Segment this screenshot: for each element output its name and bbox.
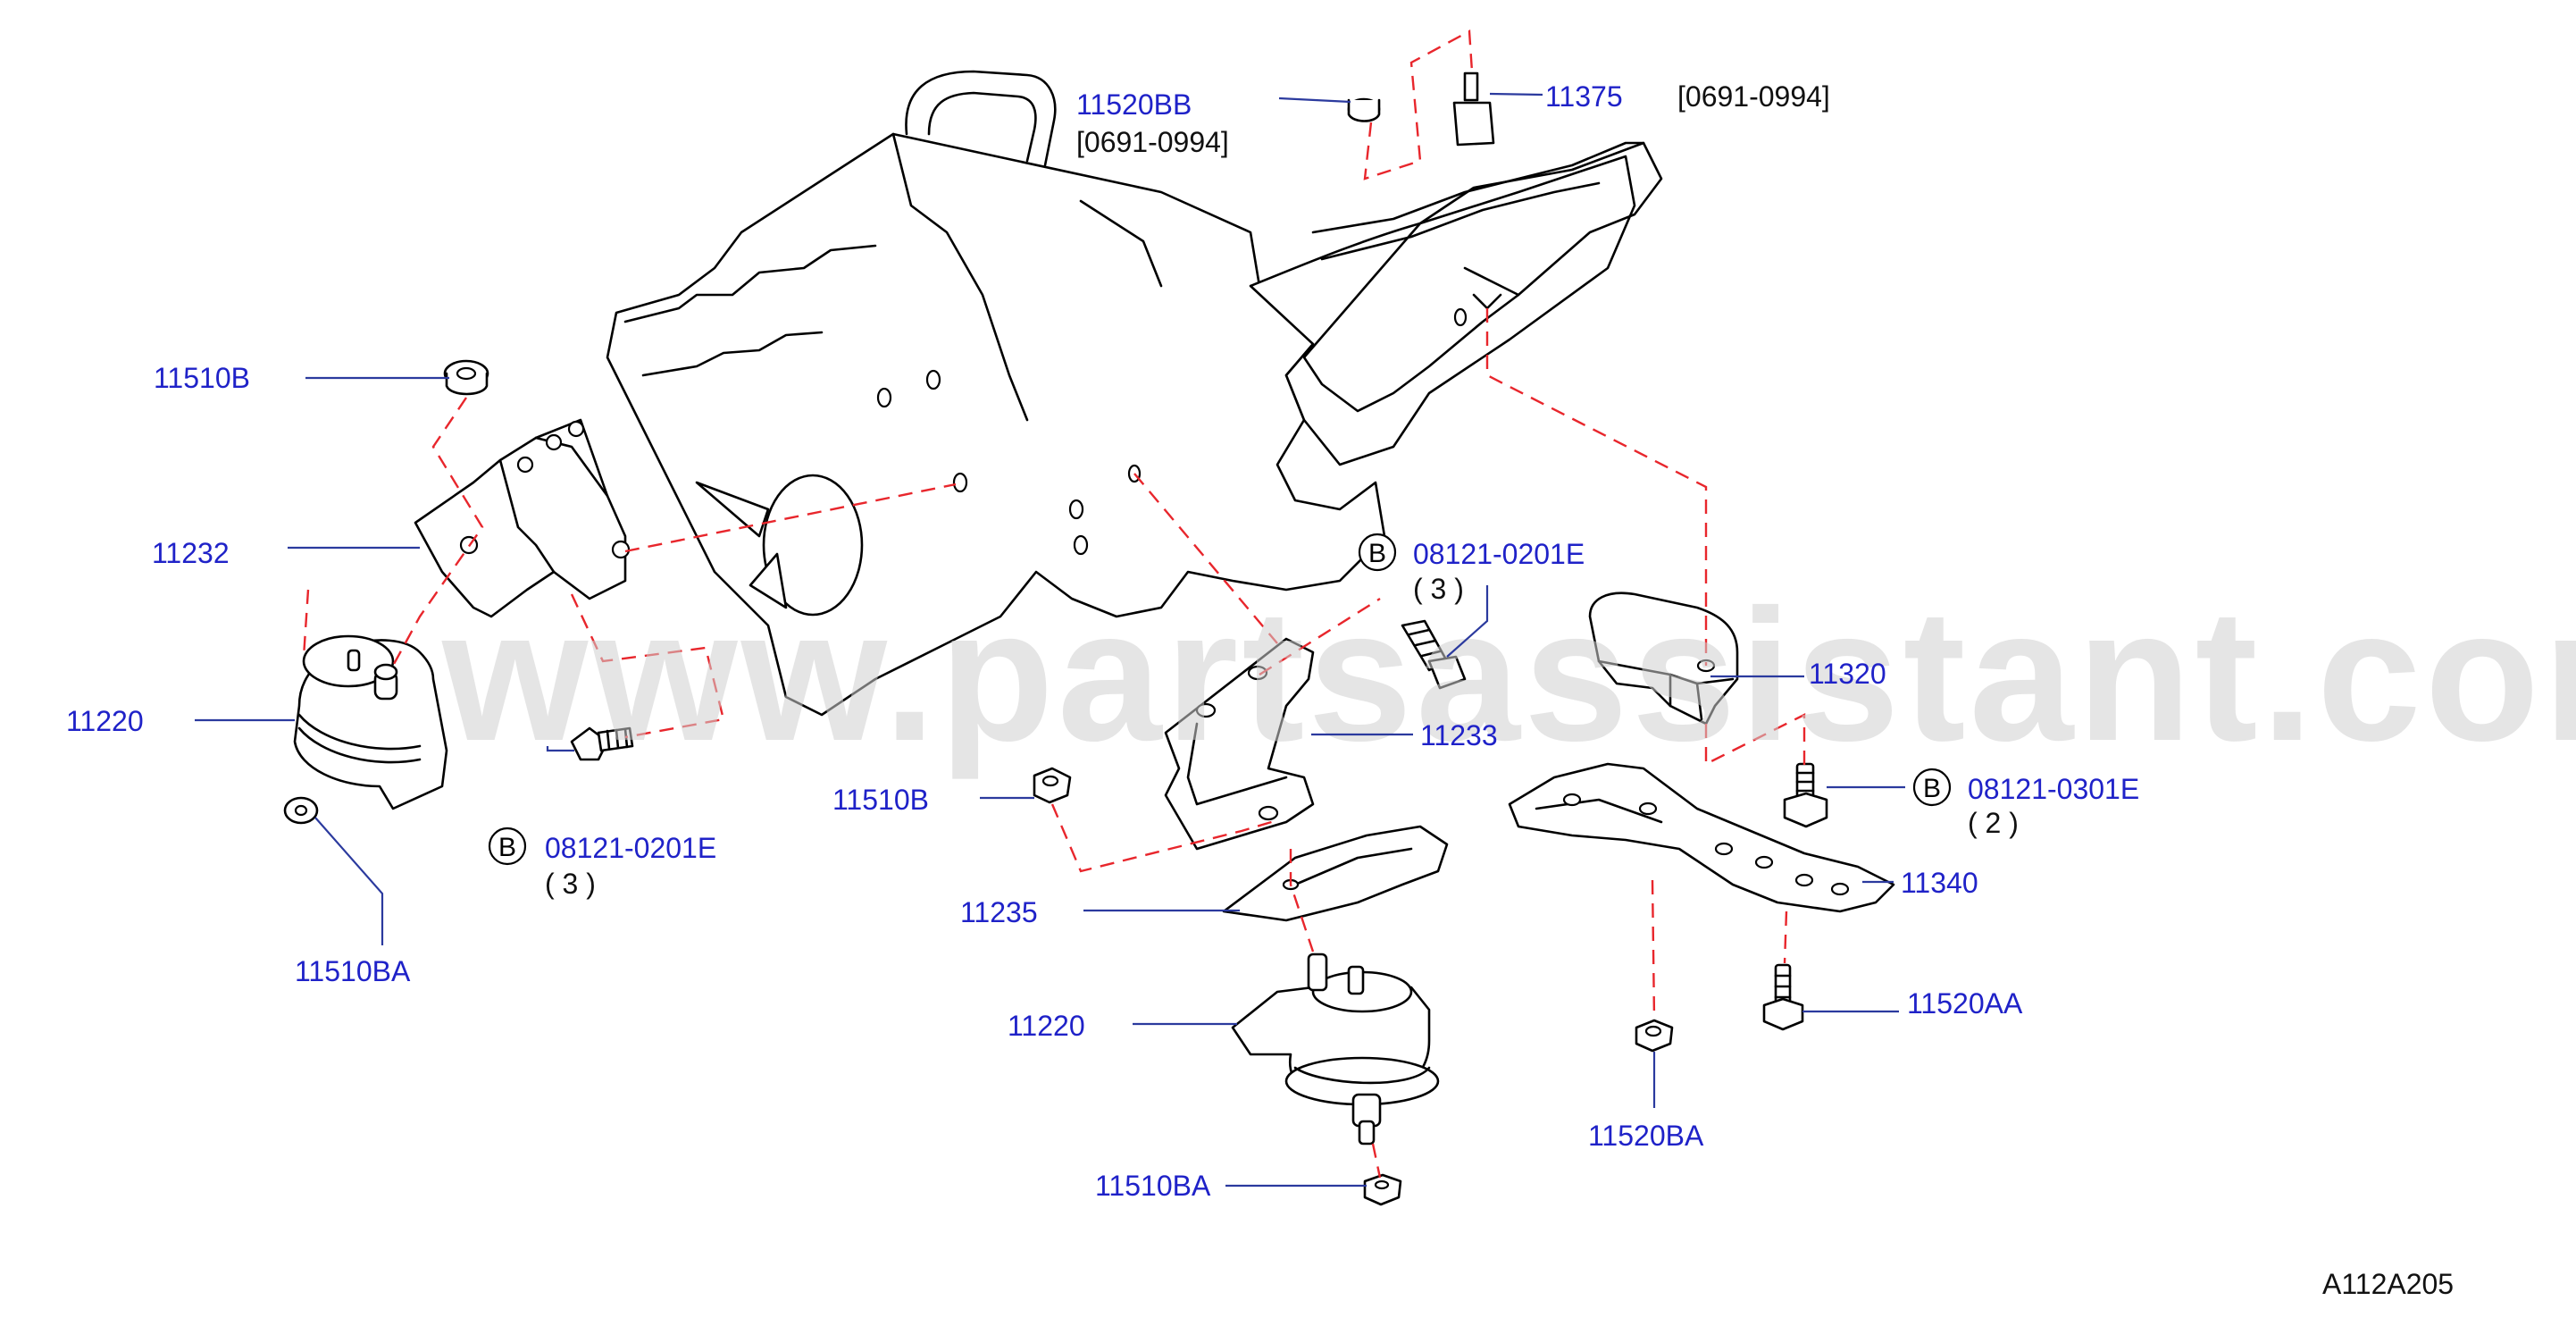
label-11510B-mid: 11510B — [832, 784, 929, 816]
bolt-08121-0201E-mid — [1401, 619, 1467, 690]
plate-11235 — [1222, 825, 1449, 922]
stud-11375 — [1452, 71, 1495, 147]
b-marker-mid-text: B — [1368, 539, 1386, 568]
label-bolt-left-code: 08121-0201E — [545, 832, 716, 864]
diagram-code: A112A205 — [2322, 1268, 2454, 1300]
mount-11220-left — [293, 634, 448, 810]
bolt-08121-0201E-left — [570, 726, 634, 761]
washer-11510BA-left — [283, 796, 319, 825]
label-11510BA-bottom: 11510BA — [1095, 1170, 1211, 1202]
assembly-lines — [302, 29, 1806, 1179]
bolt-11520AA — [1762, 963, 1804, 1031]
bracket-11233 — [1164, 637, 1315, 851]
b-marker-left-text: B — [498, 833, 516, 862]
nut-11510B-top — [443, 359, 489, 396]
label-bolt-right-code: 08121-0301E — [1968, 773, 2139, 805]
b-marker-right-text: B — [1923, 774, 1941, 803]
part-labels: 11520BB [0691-0994] 11375 [0691-0994] 11… — [66, 80, 2454, 1300]
label-11510BA-left: 11510BA — [295, 955, 411, 987]
label-11520AA: 11520AA — [1907, 987, 2023, 1020]
label-11520BB: 11520BB — [1076, 88, 1192, 121]
label-11340: 11340 — [1901, 867, 1978, 899]
watermark: www.partsassistant.com — [441, 570, 2576, 780]
bracket-11232 — [414, 418, 631, 618]
mount-11320 — [1588, 592, 1739, 726]
engine-assembly — [606, 70, 1663, 717]
b-marker-right: B — [1912, 768, 1952, 807]
nut-11510BA-bottom — [1363, 1173, 1402, 1206]
nut-11520BA — [1635, 1019, 1674, 1053]
label-bolt-left-qty: ( 3 ) — [545, 868, 596, 900]
label-range-left: [0691-0994] — [1076, 126, 1229, 158]
label-11320: 11320 — [1809, 658, 1886, 690]
leader-lines — [195, 92, 1905, 1188]
label-11220-left: 11220 — [66, 705, 144, 737]
bolt-08121-0301E — [1783, 762, 1828, 828]
label-11220-mid: 11220 — [1008, 1010, 1085, 1042]
b-marker-left: B — [488, 827, 527, 866]
nut-11510B-mid — [1033, 767, 1072, 804]
nut-11520BB — [1347, 97, 1381, 122]
label-11375: 11375 — [1545, 80, 1623, 113]
b-marker-mid: B — [1358, 533, 1397, 572]
label-11510B-top: 11510B — [154, 362, 250, 394]
label-11235: 11235 — [960, 896, 1038, 928]
label-11233: 11233 — [1420, 719, 1498, 751]
label-11520BA: 11520BA — [1588, 1120, 1704, 1152]
label-bolt-right-qty: ( 2 ) — [1968, 807, 2019, 839]
label-range-right: [0691-0994] — [1677, 80, 1830, 113]
label-bolt-mid-qty: ( 3 ) — [1413, 573, 1464, 605]
mount-11220-mid — [1231, 953, 1440, 1146]
label-11232: 11232 — [152, 537, 230, 569]
crossmember-11340 — [1508, 762, 1895, 913]
label-bolt-mid-code: 08121-0201E — [1413, 538, 1585, 570]
